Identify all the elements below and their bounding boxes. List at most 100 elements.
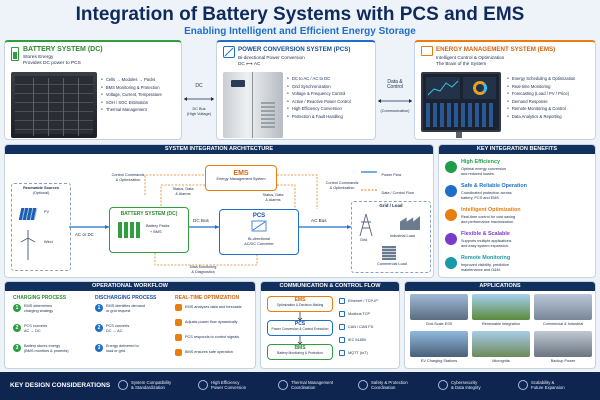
discharging-title: DISCHARGING PROCESS — [95, 295, 157, 301]
ems-card: ENERGY MANAGEMENT SYSTEM (EMS) Intellige… — [414, 40, 596, 140]
step-text-1: Energy delivered to — [106, 344, 139, 348]
ems-bullet: Demand Response — [507, 98, 575, 106]
footer-item-icon — [278, 380, 288, 390]
footer-item-icon — [518, 380, 528, 390]
benefit-icon — [445, 161, 457, 173]
footer-item-line2: Future Expansion — [531, 385, 565, 390]
footer-item-line1: Scalability & — [531, 380, 555, 385]
ems-line2: The Brain of the System — [436, 61, 487, 66]
benefit-desc-1: Coordinated protection across — [461, 191, 512, 195]
grid-load-box: Grid / Load Grid Industrial Load Commerc… — [351, 201, 431, 273]
comm-pcs-sub: Power Conversion & Control Execution — [271, 327, 329, 331]
arch-status-right-2: & Alarms — [265, 197, 281, 202]
battery-rack-image — [11, 72, 97, 138]
step-number: 2 — [95, 324, 103, 332]
battery-icon — [11, 47, 19, 61]
benefit-desc-1: Real-time control for cost saving — [461, 215, 516, 219]
legend: Power Flow Data / Control Flow — [361, 163, 414, 199]
renew-title-1: Renewable Sources — [23, 186, 59, 190]
ems-bullets: Energy Scheduling & Optimization Real-ti… — [507, 75, 576, 121]
application-label: Microgrids — [492, 359, 510, 363]
arch-ems-box: EMS Energy Management System — [205, 165, 277, 191]
ems-line1: Intelligent Control & Optimization — [436, 55, 505, 60]
arch-pcs-sub-1: Bi-directional — [248, 237, 270, 241]
arch-cmd-right: Control Commands& Optimization — [317, 181, 367, 190]
footer-item-line2: Coordination — [371, 385, 396, 390]
arch-pcs-box: PCS Bi-directional AC/DC Converter — [219, 209, 299, 255]
footer-item-line2: & Standardization — [131, 385, 165, 390]
pcs-bullet: Grid Synchronization — [287, 83, 351, 91]
arch-cmd-left-2: & Optimization — [115, 177, 141, 182]
acdc-label: AC or DC — [75, 232, 94, 237]
data-link-label1: Data & — [387, 79, 403, 85]
benefits-header: KEY INTEGRATION BENEFITS — [439, 145, 595, 154]
comm-pcs-name: PCS — [294, 321, 306, 327]
ems-bullet: Remote Monitoring & Control — [507, 105, 575, 113]
step-text-2: load or grid — [106, 349, 125, 353]
arch-status-left: Status, Data& Alarms — [161, 187, 205, 196]
realtime-icon — [175, 349, 182, 356]
ems-bullet: Real-time Monitoring — [507, 83, 575, 91]
factory-icon — [400, 216, 420, 230]
step-text-2: DC → AC — [106, 329, 123, 333]
realtime-title: REAL-TIME OPTIMIZATION — [175, 295, 240, 301]
footer-item-line1: High Efficiency — [211, 380, 240, 385]
page-subtitle: Enabling Intelligent and Efficient Energ… — [184, 26, 416, 37]
step-text-2: AC → DC — [24, 329, 41, 333]
battery-line1: Stores Energy — [23, 55, 54, 60]
benefit-title: High Efficiency — [461, 159, 500, 165]
benefit-desc-1: Supports multiple applications — [461, 239, 512, 243]
realtime-item: BMS ensures safe operation — [185, 350, 233, 354]
applications-header: APPLICATIONS — [405, 282, 595, 291]
application-image — [410, 331, 468, 357]
grid-label: Grid — [360, 238, 368, 242]
battery-bullets: Cells → Modules → Packs BMS Monitoring &… — [101, 76, 162, 114]
application-label: Renewable Integration — [482, 322, 520, 326]
step-text-1: PCS converts — [24, 324, 48, 328]
converter-icon — [251, 220, 267, 232]
benefit-desc-2: and performance maximization. — [461, 220, 514, 224]
step-text-1: Battery stores energy — [24, 344, 61, 348]
footer-item-line1: Cybersecurity — [451, 380, 478, 385]
page-title: Integration of Battery Systems with PCS … — [75, 4, 525, 25]
step-text-1: EMS identifies demand — [106, 304, 146, 308]
realtime-item: PCS responds to control signals — [185, 335, 240, 339]
benefit-title: Remote Monitoring — [461, 255, 511, 261]
data-link-label2: Control — [386, 84, 404, 91]
pcs-bullet: High Efficiency Conversion — [287, 105, 351, 113]
battery-bullet: SOH / SOC Estimation — [101, 99, 162, 107]
comm-bms-sub: Battery Monitoring & Protection — [277, 351, 323, 355]
pcs-bullet: Active / Reactive Power Control — [287, 98, 351, 106]
pcs-bullet: Voltage & Frequency Control — [287, 90, 351, 98]
application-label: EV Charging Stations — [420, 359, 458, 363]
step-text-2: or grid request — [106, 309, 131, 313]
comm-bms-name: BMS — [294, 345, 306, 351]
comm-ems-name: EMS — [294, 297, 306, 303]
transmission-tower-icon — [359, 214, 373, 236]
workflow-header: OPERATIONAL WORKFLOW — [5, 282, 255, 291]
renewable-box: Renewable Sources (Optional) PV Wind — [11, 183, 71, 271]
pcs-bullet: DC to AC / AC to DC — [287, 75, 351, 83]
architecture-panel: SYSTEM INTEGRATION ARCHITECTURE Power Fl… — [4, 144, 434, 278]
protocol-icon — [339, 350, 345, 356]
footer-item-line2: Coordination — [291, 385, 316, 390]
communication-header: COMMUNICATION & CONTROL FLOW — [261, 282, 399, 291]
benefit-title: Flexible & Scalable — [461, 231, 510, 237]
grid-load-title: Grid / Load — [379, 203, 403, 208]
architecture-lines — [69, 174, 351, 266]
benefit-icon — [445, 209, 457, 221]
power-flow-legend-icon — [361, 171, 377, 173]
arch-battery-sub-1: Battery Packs — [146, 224, 170, 228]
pcs-line2: DC ⟷ AC — [238, 61, 261, 66]
pcs-cabinet-image — [223, 72, 283, 138]
step-text-2: (BMS monitors & protects) — [24, 349, 69, 353]
protocol-icon — [339, 324, 345, 330]
application-label: Backup Power — [550, 359, 576, 363]
pcs-bullets: DC to AC / AC to DC Grid Synchronization… — [287, 75, 351, 121]
application-image — [472, 331, 530, 357]
ems-title: ENERGY MANAGEMENT SYSTEM (EMS) — [436, 46, 556, 53]
charging-title: CHARGING PROCESS — [13, 295, 67, 301]
data-flow-legend-icon — [361, 189, 377, 191]
arch-status-right-1: Status, Data — [262, 193, 284, 197]
